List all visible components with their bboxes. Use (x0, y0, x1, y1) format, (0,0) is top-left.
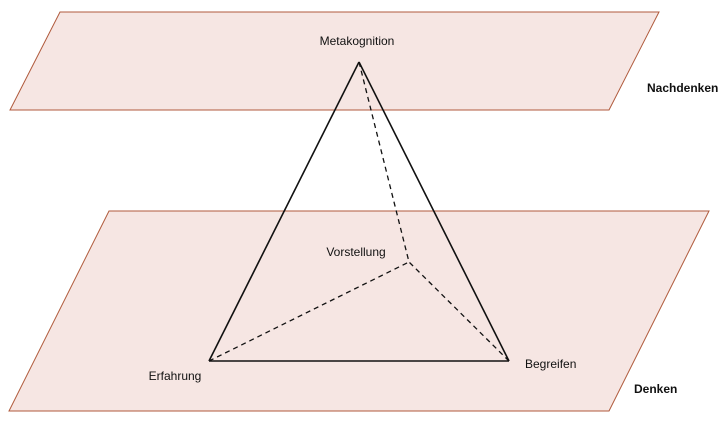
edge-left-to-back (208, 261, 410, 362)
edge-right-to-back (408, 261, 510, 362)
label-denken: Denken (634, 382, 677, 396)
label-erfahrung: Erfahrung (149, 369, 202, 383)
label-begreifen: Begreifen (525, 357, 576, 371)
label-nachdenken: Nachdenken (647, 81, 718, 95)
upper-plane (9, 11, 660, 111)
edge-apex-to-right (358, 61, 510, 362)
edge-apex-to-left (208, 61, 360, 362)
label-vorstellung: Vorstellung (326, 245, 385, 259)
label-metakognition: Metakognition (320, 34, 395, 48)
lower-plane (8, 210, 710, 412)
edge-apex-to-back (358, 61, 410, 263)
